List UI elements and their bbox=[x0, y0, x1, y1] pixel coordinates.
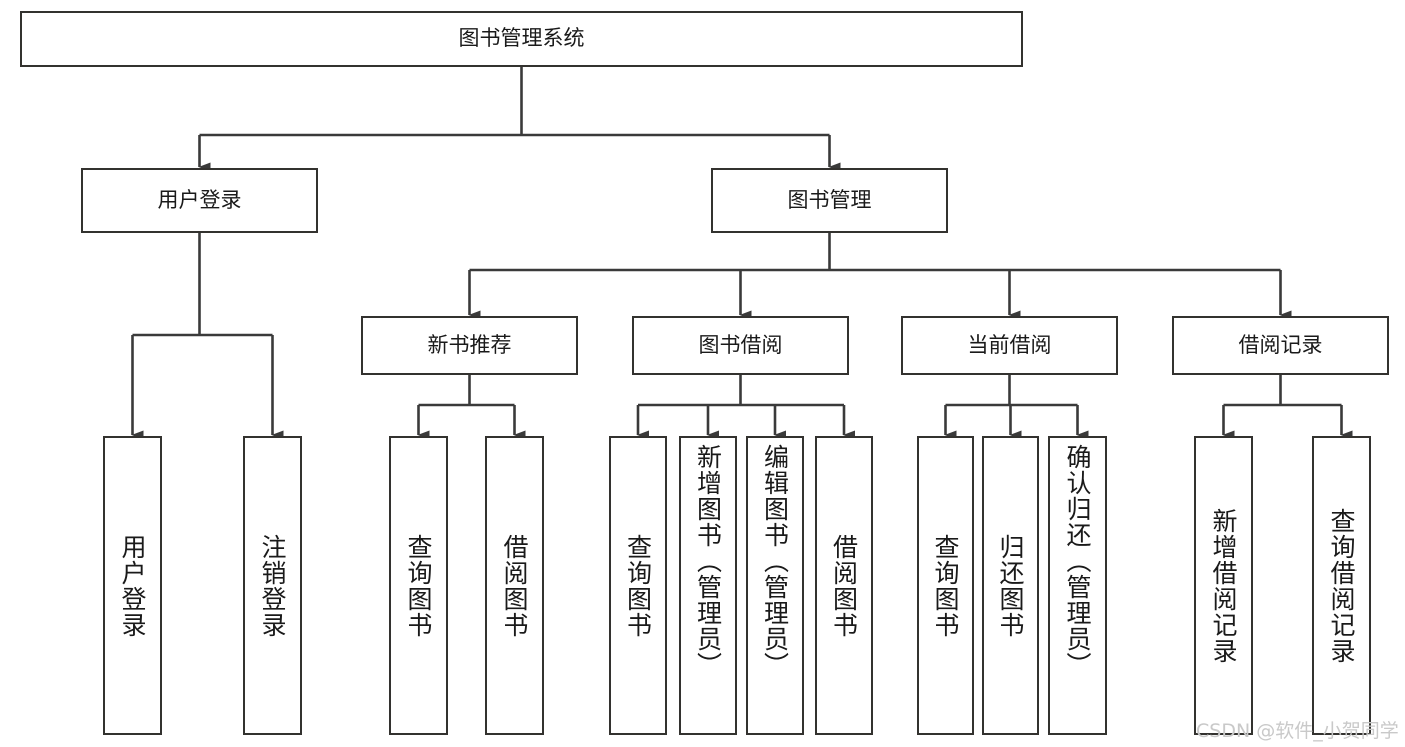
node-book-manage[interactable]: 图书管理 bbox=[711, 168, 948, 233]
node-leaf-bb-edit[interactable]: 编辑图书（管理员） bbox=[746, 436, 804, 735]
node-leaf-user-login[interactable]: 用户登录 bbox=[103, 436, 162, 735]
node-borrow-record[interactable]: 借阅记录 bbox=[1172, 316, 1389, 375]
csdn-watermark: CSDN @软件_小贺同学 bbox=[1196, 720, 1399, 742]
node-book-borrow[interactable]: 图书借阅 bbox=[632, 316, 849, 375]
node-leaf-bb-borrow[interactable]: 借阅图书 bbox=[815, 436, 873, 735]
node-leaf-bb-query[interactable]: 查询图书 bbox=[609, 436, 667, 735]
node-root[interactable]: 图书管理系统 bbox=[20, 11, 1023, 67]
node-label-book-borrow: 图书借阅 bbox=[698, 332, 783, 357]
node-user-login[interactable]: 用户登录 bbox=[81, 168, 318, 233]
node-label-leaf-user-logout: 注销登录 bbox=[258, 533, 287, 638]
node-leaf-rec-query[interactable]: 查询图书 bbox=[389, 436, 448, 735]
node-label-leaf-br-add: 新增借阅记录 bbox=[1209, 507, 1238, 664]
node-label-leaf-cb-return: 归还图书 bbox=[996, 533, 1025, 638]
node-label-leaf-rec-borrow: 借阅图书 bbox=[500, 533, 529, 638]
node-label-leaf-user-login: 用户登录 bbox=[118, 533, 147, 638]
node-label-leaf-cb-confirm: 确认归还（管理员） bbox=[1063, 444, 1092, 678]
node-label-user-login: 用户登录 bbox=[157, 187, 242, 212]
node-label-new-book-rec: 新书推荐 bbox=[427, 332, 512, 357]
node-leaf-bb-add[interactable]: 新增图书（管理员） bbox=[679, 436, 737, 735]
node-label-leaf-cb-query: 查询图书 bbox=[931, 533, 960, 638]
node-leaf-user-logout[interactable]: 注销登录 bbox=[243, 436, 302, 735]
node-label-leaf-bb-borrow: 借阅图书 bbox=[829, 533, 859, 638]
node-leaf-br-add[interactable]: 新增借阅记录 bbox=[1194, 436, 1253, 735]
node-label-book-manage: 图书管理 bbox=[787, 187, 872, 212]
node-leaf-rec-borrow[interactable]: 借阅图书 bbox=[485, 436, 544, 735]
node-leaf-cb-confirm[interactable]: 确认归还（管理员） bbox=[1048, 436, 1107, 735]
node-label-leaf-bb-edit: 编辑图书（管理员） bbox=[760, 444, 790, 678]
node-leaf-br-query[interactable]: 查询借阅记录 bbox=[1312, 436, 1371, 735]
node-leaf-cb-query[interactable]: 查询图书 bbox=[917, 436, 974, 735]
node-label-leaf-br-query: 查询借阅记录 bbox=[1327, 507, 1356, 664]
node-leaf-cb-return[interactable]: 归还图书 bbox=[982, 436, 1039, 735]
node-current-borrow[interactable]: 当前借阅 bbox=[901, 316, 1118, 375]
node-label-leaf-bb-add: 新增图书（管理员） bbox=[693, 444, 723, 678]
node-label-borrow-record: 借阅记录 bbox=[1238, 332, 1323, 357]
node-label-current-borrow: 当前借阅 bbox=[967, 332, 1052, 357]
node-label-leaf-rec-query: 查询图书 bbox=[404, 533, 433, 638]
node-label-root: 图书管理系统 bbox=[458, 26, 585, 51]
node-new-book-rec[interactable]: 新书推荐 bbox=[361, 316, 578, 375]
node-label-leaf-bb-query: 查询图书 bbox=[623, 533, 653, 638]
